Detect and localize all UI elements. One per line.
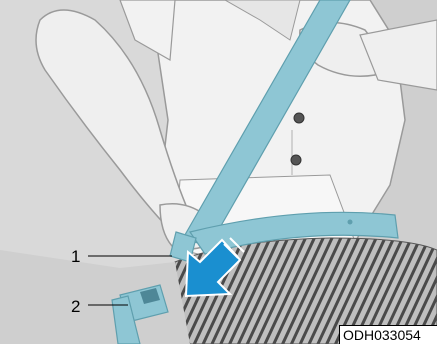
image-code: ODH033054 — [343, 328, 421, 342]
callout-label-2: 2 — [71, 298, 80, 315]
callout-label-1: 1 — [71, 248, 80, 265]
blouse-button — [291, 155, 301, 165]
image-code-box: ODH033054 — [339, 325, 437, 344]
blouse-button — [294, 113, 304, 123]
